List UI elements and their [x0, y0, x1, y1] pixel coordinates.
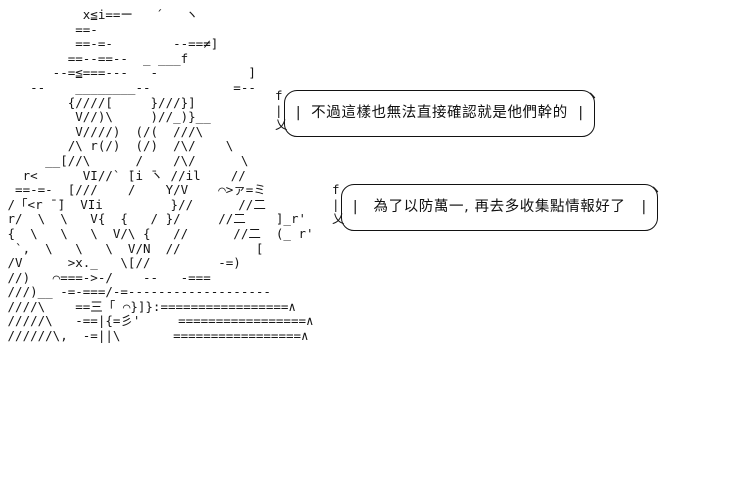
speech-bubble-upper: | 不過這樣也無法直接確認就是他們幹的 |	[284, 90, 595, 137]
speech-bubble-upper-corner-tick: ヽ	[586, 88, 599, 103]
speech-bubble-upper-text: 不過這樣也無法直接確認就是他們幹的	[311, 104, 568, 121]
speech-bubble-lower-tail: f | 乂	[332, 182, 345, 227]
speech-bubble-upper-tail: f | 乂	[275, 88, 288, 133]
speech-bubble-upper-left-pipe: |	[294, 105, 303, 122]
speech-bubble-lower: | 為了以防萬一, 再去多收集點情報好了 |	[341, 184, 658, 231]
ascii-art-canvas: x≦i==ー ´ ヽ ==- ==-=- --==≠] ==--==-- _ _…	[7, 7, 314, 344]
speech-bubble-lower-right-pipe: |	[639, 199, 648, 216]
speech-bubble-lower-text: 為了以防萬一, 再去多收集點情報好了	[373, 198, 626, 215]
speech-bubble-lower-corner-tick: ヽ	[649, 182, 662, 197]
speech-bubble-upper-right-pipe: |	[576, 105, 585, 122]
speech-bubble-lower-left-pipe: |	[351, 199, 360, 216]
